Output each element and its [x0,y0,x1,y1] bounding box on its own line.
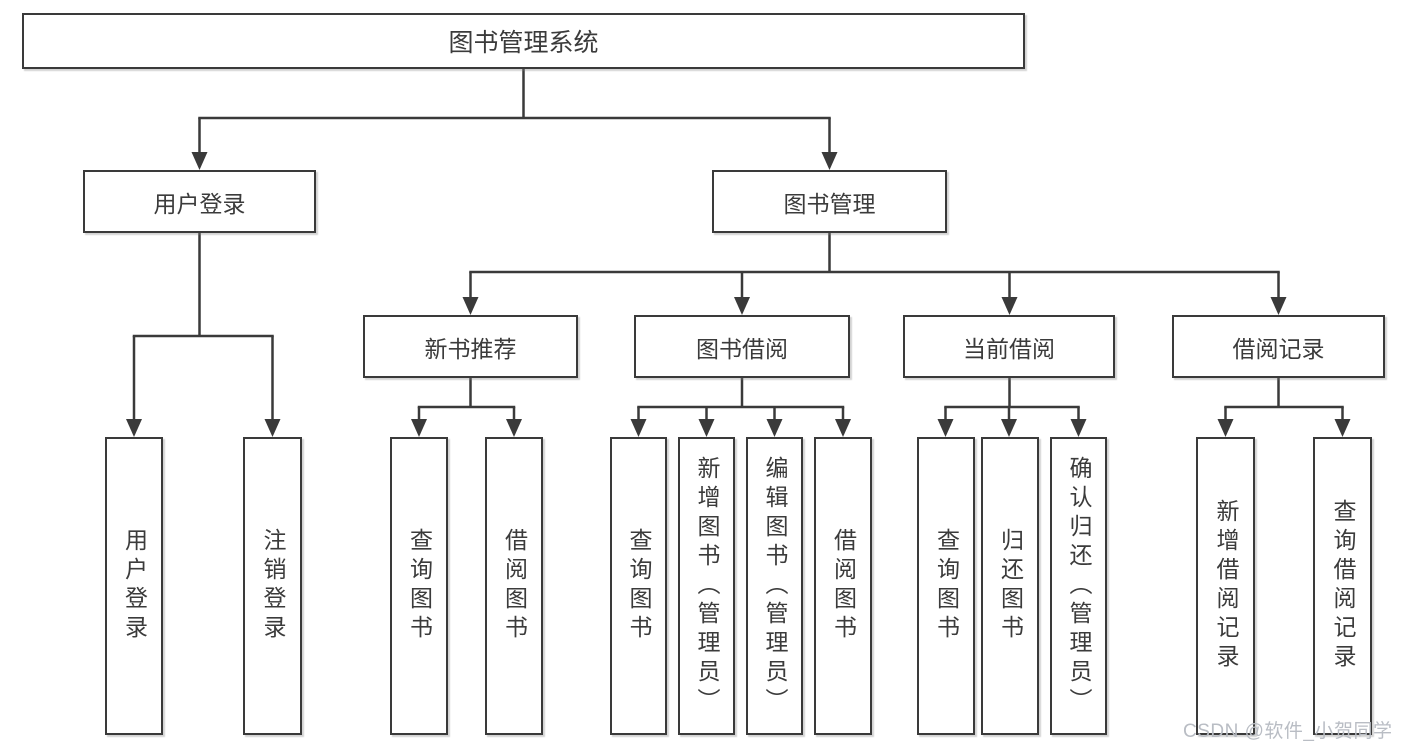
leaf-add-borrow-record: 新增借阅记录 [1196,437,1255,735]
leaf-query-books-current: 查询图书 [917,437,975,735]
leaf-label: 注销登录 [260,528,286,644]
leaf-label: 新增借阅记录 [1213,499,1239,673]
leaf-label: 查询图书 [406,528,433,644]
tree-branch-lines [132,67,1344,409]
node-book-management: 图书管理 [712,170,947,233]
leaf-logout: 注销登录 [243,437,302,735]
node-library-management-system: 图书管理系统 [22,13,1025,69]
leaf-add-books-admin: 新增图书（管理员） [678,437,735,735]
arrowheads [126,152,1351,437]
leaf-label: 新增图书（管理员） [694,455,720,717]
leaf-label: 查询图书 [933,528,960,644]
leaf-label: 确认归还（管理员） [1066,455,1092,717]
leaf-borrow-books: 借阅图书 [814,437,872,735]
node-borrowing-records: 借阅记录 [1172,315,1385,378]
leaf-edit-books-admin: 编辑图书（管理员） [746,437,803,735]
leaf-label: 借阅图书 [501,528,528,644]
csdn-watermark: CSDN @软件_小贺同学 [1183,721,1393,742]
leaf-label: 查询借阅记录 [1330,499,1356,673]
leaf-label: 查询图书 [626,528,652,644]
leaf-query-books-borrow: 查询图书 [610,437,667,735]
arrow-stems [132,118,1344,423]
node-user-login: 用户登录 [83,170,316,233]
node-label: 借阅记录 [1232,335,1325,362]
node-label: 当前借阅 [963,335,1055,362]
leaf-return-books: 归还图书 [981,437,1039,735]
node-current-borrowing: 当前借阅 [903,315,1115,378]
node-label: 新书推荐 [424,335,517,362]
node-book-borrowing: 图书借阅 [634,315,850,378]
node-new-book-recommendation: 新书推荐 [363,315,578,378]
leaf-label: 归还图书 [997,528,1024,644]
node-label: 用户登录 [153,190,246,217]
leaf-borrow-books-recommend: 借阅图书 [485,437,543,735]
leaf-label: 用户登录 [121,528,148,644]
leaf-user-login: 用户登录 [105,437,163,735]
node-label: 图书借阅 [696,335,788,362]
leaf-confirm-return-admin: 确认归还（管理员） [1050,437,1107,735]
leaf-label: 编辑图书（管理员） [762,455,788,717]
node-label: 图书管理 [783,190,876,217]
leaf-query-borrow-record: 查询借阅记录 [1313,437,1372,735]
leaf-query-books-recommend: 查询图书 [390,437,448,735]
node-label: 图书管理系统 [448,29,599,57]
leaf-label: 借阅图书 [830,528,857,644]
